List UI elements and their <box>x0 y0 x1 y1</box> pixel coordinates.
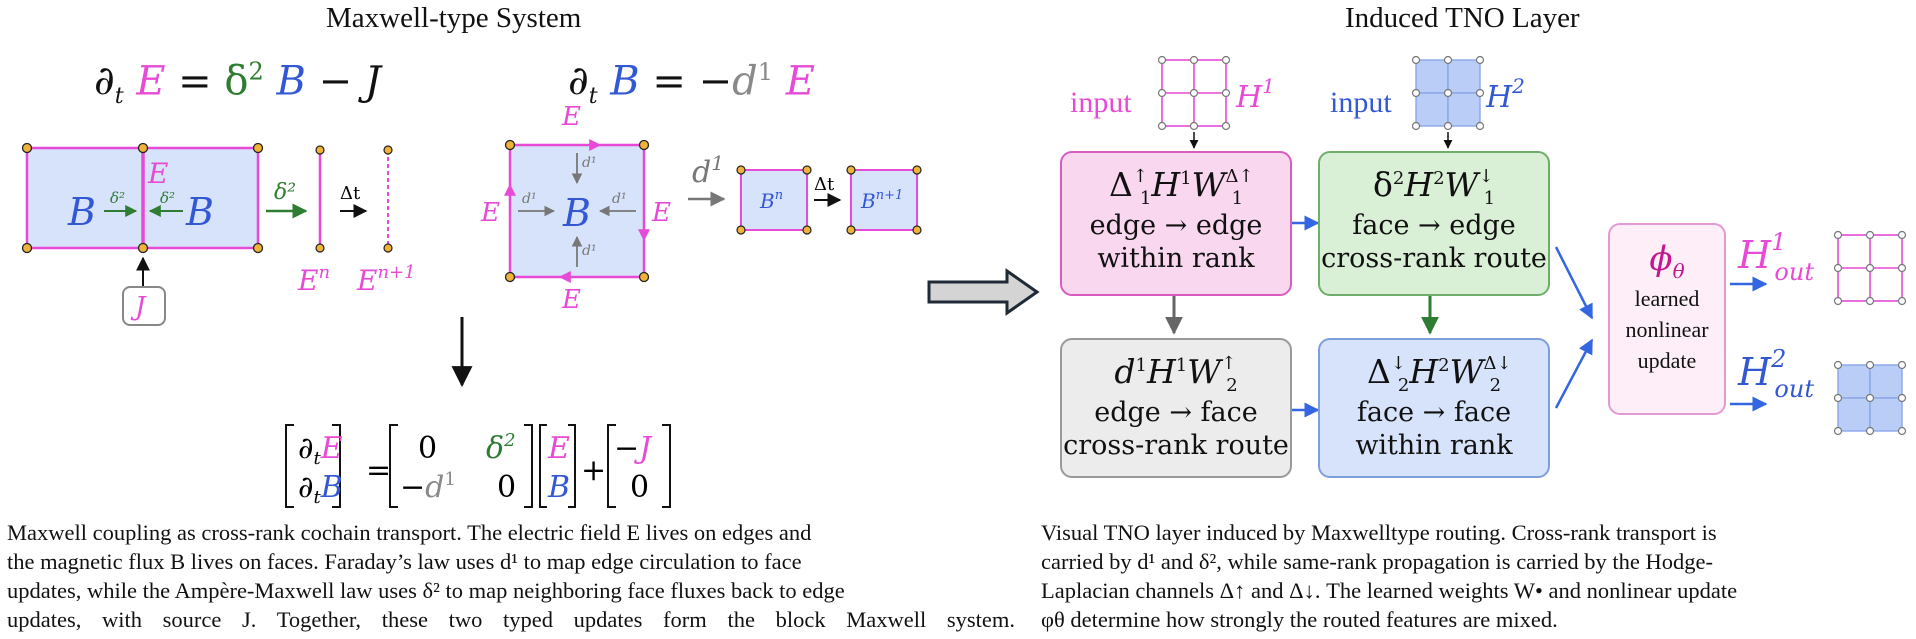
svg-text:d1: d1 <box>692 151 724 190</box>
svg-text:H1: H1 <box>1235 74 1275 115</box>
face-right <box>141 146 260 250</box>
transition-arrow-icon <box>927 268 1040 316</box>
svg-text:0: 0 <box>418 431 437 466</box>
left-caption-line: Maxwell coupling as cross-rank cochain t… <box>7 520 812 545</box>
phi-update-box: ϕθ learned nonlinear update <box>1608 223 1726 415</box>
svg-text:B: B <box>547 470 570 505</box>
input-label-edges: input <box>1070 86 1132 119</box>
svg-text:δ2: δ2 <box>486 430 516 466</box>
right-caption-line: carried by d¹ and δ², while same-rank pr… <box>1041 549 1713 574</box>
svg-text:E: E <box>547 431 570 466</box>
svg-text:B: B <box>185 190 214 234</box>
right-caption-line: φθ determine how strongly the routed fea… <box>1041 607 1558 632</box>
svg-text:0: 0 <box>630 470 649 505</box>
svg-text:En+1: En+1 <box>356 262 416 297</box>
svg-text:En: En <box>297 262 330 297</box>
coboundary-d1-line1: edge → face <box>1094 397 1258 428</box>
maxwell-complex-diagram: B B E δ² δ² J δ² En Δt En+1 E E E E B d¹… <box>21 102 922 508</box>
right-caption-line: Laplacian channels Δ↑ and Δ↓. The learne… <box>1041 578 1738 603</box>
svg-text:δ²: δ² <box>110 189 125 207</box>
right-panel-title: Induced TNO Layer <box>1345 2 1580 34</box>
left-panel-title: Maxwell-type System <box>326 2 582 34</box>
edge-laplacian-up-line2: within rank <box>1097 243 1255 274</box>
svg-text:Δt: Δt <box>340 183 361 204</box>
svg-text:E: E <box>147 157 168 190</box>
faraday-equation: ∂t B = −d1 E <box>568 58 815 110</box>
svg-text:∂tE: ∂tE <box>298 431 343 469</box>
svg-text:∂tB: ∂tB <box>298 470 343 508</box>
svg-text:−d1: −d1 <box>400 469 456 505</box>
face-laplacian-down-line1: face → face <box>1356 397 1512 428</box>
left-caption: Maxwell coupling as cross-rank cochain t… <box>7 518 1015 634</box>
face-laplacian-down-line2: within rank <box>1355 430 1513 461</box>
right-caption: Visual TNO layer induced by Maxwelltype … <box>1041 518 1909 634</box>
coboundary-delta2-line1: face → edge <box>1352 210 1516 241</box>
svg-text:=: = <box>366 453 391 488</box>
phi-line3: update <box>1637 347 1697 373</box>
svg-text:B: B <box>562 191 591 235</box>
left-caption-line: updates, with source J. Together, these … <box>7 607 1015 632</box>
svg-text:d¹: d¹ <box>582 243 597 259</box>
face-laplacian-down-box: Δ↓2H2WΔ↓2 face → face within rank <box>1318 338 1550 478</box>
svg-text:d¹: d¹ <box>582 155 597 171</box>
phi-line2: nonlinear <box>1625 316 1709 342</box>
svg-text:+: + <box>581 453 606 488</box>
input-label-faces: input <box>1330 86 1392 119</box>
svg-text:J: J <box>130 292 147 322</box>
left-caption-line: the magnetic flux B lives on faces. Fara… <box>7 549 802 574</box>
coboundary-d1-line2: cross-rank route <box>1063 430 1289 461</box>
svg-text:E: E <box>651 198 671 228</box>
left-caption-line: updates, while the Ampère-Maxwell law us… <box>7 578 845 603</box>
coboundary-d1-box: d1H1W↑2 edge → face cross-rank route <box>1060 338 1292 478</box>
ampere-equation: ∂t E = δ2 B − J <box>94 58 381 110</box>
svg-text:E: E <box>561 285 581 315</box>
svg-text:H2: H2 <box>1485 74 1525 115</box>
svg-text:d¹: d¹ <box>612 191 627 207</box>
svg-text:d¹: d¹ <box>522 191 537 207</box>
svg-text:δ²: δ² <box>160 189 175 207</box>
svg-text:B: B <box>67 190 96 234</box>
svg-text:Δt: Δt <box>814 174 835 195</box>
svg-text:E: E <box>480 198 500 228</box>
coboundary-delta2-line2: cross-rank route <box>1321 243 1547 274</box>
svg-text:δ²: δ² <box>274 180 296 205</box>
face-left <box>25 146 145 250</box>
svg-text:E: E <box>561 102 581 132</box>
edge-laplacian-up-box: Δ↑1H1WΔ↑1 edge → edge within rank <box>1060 151 1292 296</box>
coboundary-delta2-box: δ2H2W↓1 face → edge cross-rank route <box>1318 151 1550 296</box>
phi-line1: learned <box>1634 285 1700 311</box>
edge-laplacian-up-line1: edge → edge <box>1089 210 1263 241</box>
svg-text:0: 0 <box>497 470 516 505</box>
svg-text:−J: −J <box>614 431 653 466</box>
right-caption-line: Visual TNO layer induced by Maxwelltype … <box>1041 520 1717 545</box>
